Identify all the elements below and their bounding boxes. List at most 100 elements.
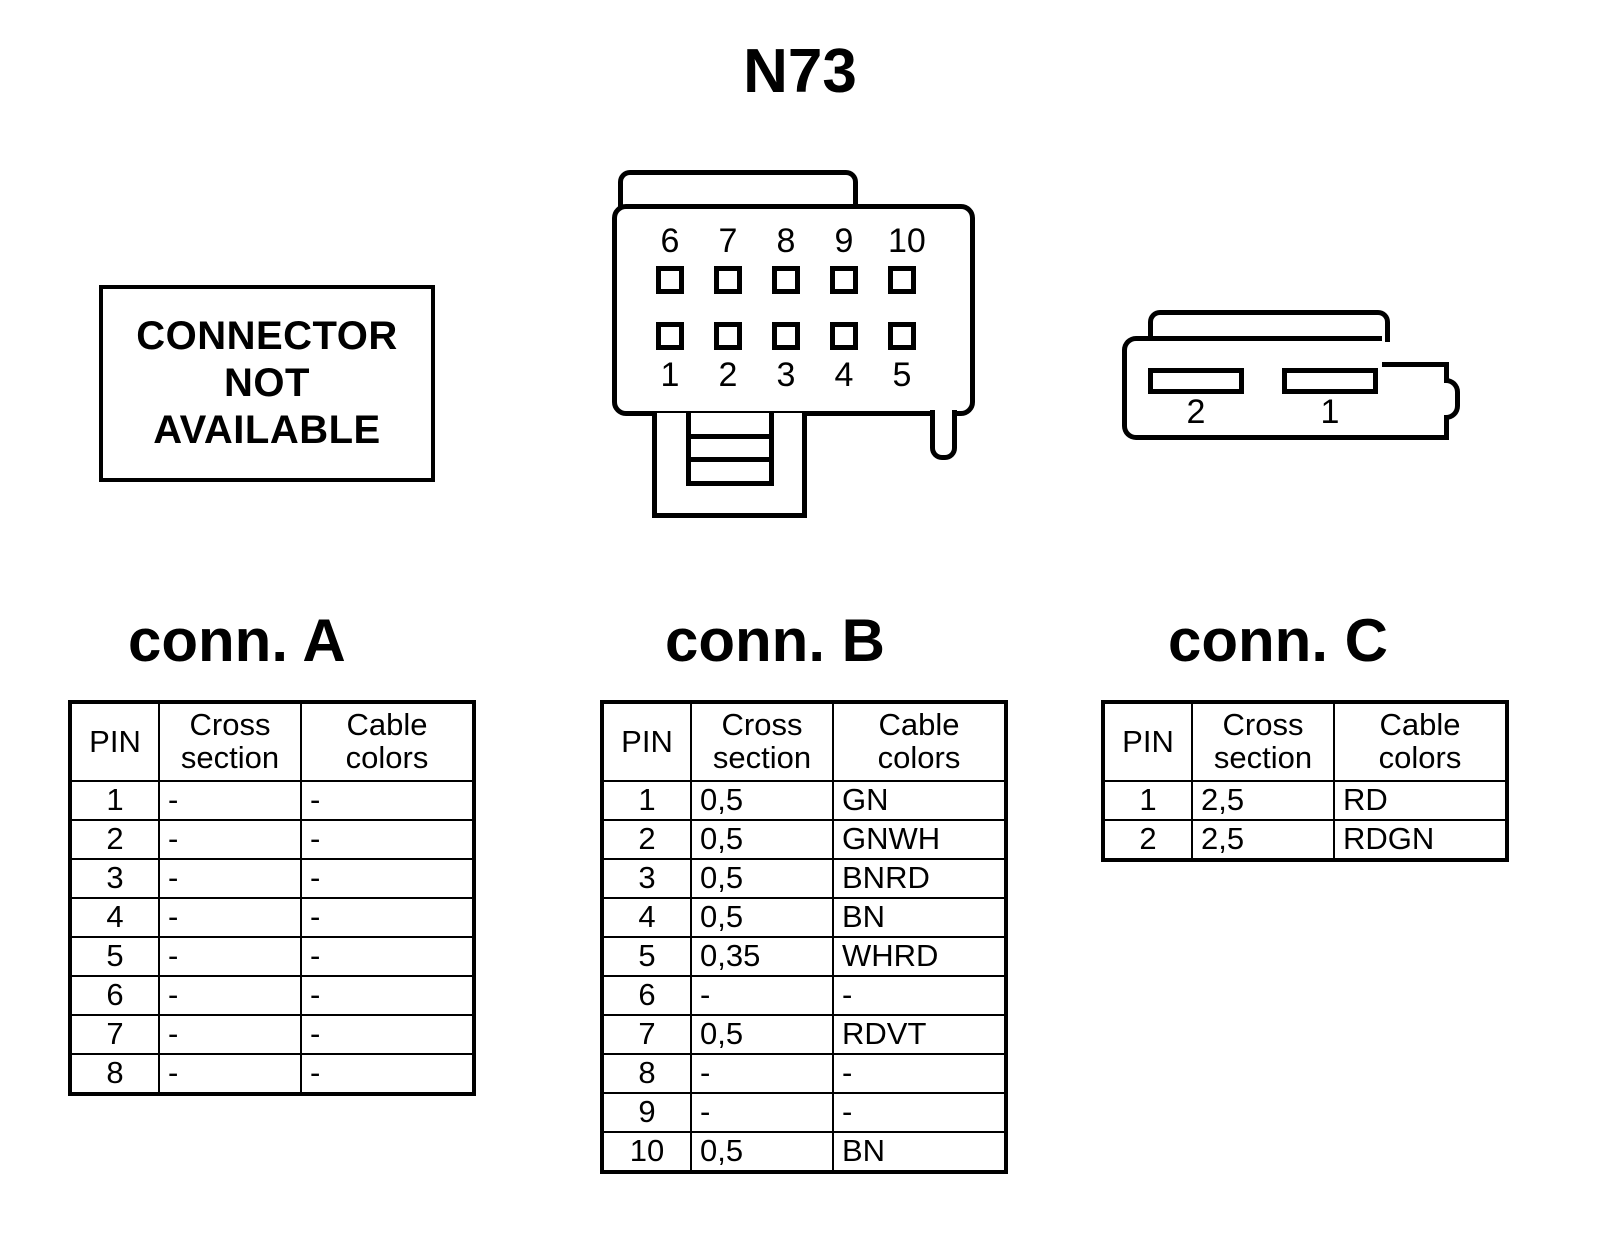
cell-cable-colors: - [832,1053,1007,1094]
connector-c-housing [1122,336,1382,440]
cell-cable-colors: RDVT [832,1014,1007,1055]
connector-b-pin-label-7: 7 [718,222,738,260]
connector-b-heading: conn. B [665,607,885,674]
cell-pin: 1 [1102,780,1193,821]
connector-not-available-box: CONNECTOR NOT AVAILABLE [99,285,435,482]
cell-cross-section: - [158,975,302,1016]
cell-cable-colors: - [300,780,475,821]
column-header-cable-colors: Cable colors [1333,701,1508,782]
column-header-cable-colors-line-2: colors [1378,740,1462,775]
table-row: 4-- [69,897,475,938]
connector-b-pin-square-7 [714,266,742,294]
column-header-cross-section-line-1: Cross [721,707,803,743]
column-header-cable-colors-line-1: Cable [346,707,428,743]
connector-a-table-body: 1-- 2-- 3-- 4-- 5-- 6-- 7-- 8-- [69,780,475,1095]
column-header-cable-colors-line-2: colors [345,740,429,775]
connector-b-side-tab [930,410,957,460]
connector-a-heading: conn. A [128,607,346,674]
column-header-cross-section-line-2: section [712,740,812,775]
connector-b-latch-bar-1 [686,434,774,439]
cell-cable-colors: BN [832,897,1007,938]
connector-b-pin-square-8 [772,266,800,294]
cell-cable-colors: RD [1333,780,1508,821]
connector-b-pin-square-1 [656,322,684,350]
column-header-cable-colors: Cable colors [300,701,475,782]
connector-b-pin-square-10 [888,266,916,294]
connector-b-top-tab [618,170,858,212]
cell-pin: 3 [69,858,160,899]
column-header-cable-colors-line-1: Cable [878,707,960,743]
cell-cross-section: 0,35 [690,936,834,977]
column-header-cross-section: Cross section [158,701,302,782]
connector-b-latch-bar-2 [686,457,774,462]
connector-c-top-tab [1148,310,1390,342]
column-header-cable-colors-line-2: colors [877,740,961,775]
connector-c-slot-label-1: 1 [1320,393,1340,431]
connector-c-table-head: PIN Cross section Cable colors [1102,701,1508,782]
column-header-pin: PIN [69,701,160,782]
table-row: 8-- [601,1053,1007,1094]
column-header-cable-colors: Cable colors [832,701,1007,782]
connector-c-side-bump [1444,378,1460,420]
cell-cross-section: - [158,858,302,899]
cell-pin: 5 [69,936,160,977]
connector-b-housing [612,204,975,416]
cell-cable-colors: - [300,858,475,899]
cell-cross-section: - [158,897,302,938]
connector-b-latch-inner [686,413,774,486]
cell-cross-section: - [158,936,302,977]
cell-pin: 2 [1102,819,1193,861]
connector-not-available-line-1: CONNECTOR [136,314,398,359]
connector-b-bottom-pin-squares [656,322,916,350]
cell-cross-section: - [158,1053,302,1095]
cell-cross-section: 0,5 [690,897,834,938]
connector-b-pin-square-3 [772,322,800,350]
cell-pin: 1 [601,780,692,821]
cell-pin: 7 [601,1014,692,1055]
cell-pin: 6 [601,975,692,1016]
cell-cable-colors: GN [832,780,1007,821]
cell-pin: 10 [601,1131,692,1173]
cell-cable-colors: - [300,936,475,977]
connector-b-bottom-pin-labels: 1 2 3 4 5 [656,358,916,392]
connector-c-drawing: 2 1 [1090,310,1490,470]
cell-cross-section: 0,5 [690,858,834,899]
cell-cable-colors: BN [832,1131,1007,1173]
cell-cross-section: 2,5 [1191,780,1335,821]
column-header-cross-section-line-1: Cross [189,707,271,743]
connector-b-pin-label-8: 8 [776,222,796,260]
connector-b-table-head: PIN Cross section Cable colors [601,701,1007,782]
cell-pin: 8 [601,1053,692,1094]
connector-c-slot-1 [1282,368,1378,394]
cell-cross-section: 0,5 [690,1131,834,1173]
table-header-row: PIN Cross section Cable colors [1102,701,1508,782]
cell-cable-colors: - [300,1053,475,1095]
cell-cable-colors: BNRD [832,858,1007,899]
connector-not-available-line-3: AVAILABLE [153,407,381,452]
table-row: 6-- [69,975,475,1016]
connector-not-available-line-2: NOT [224,361,310,406]
cell-cross-section: 0,5 [690,819,834,860]
column-header-cable-colors-line-1: Cable [1379,707,1461,743]
cell-cable-colors: - [300,819,475,860]
connector-c-heading: conn. C [1168,607,1388,674]
table-row: 7-- [69,1014,475,1055]
table-row: 9-- [601,1092,1007,1133]
column-header-pin: PIN [601,701,692,782]
connector-b-drawing: 6 7 8 9 10 1 2 3 4 5 [600,170,1000,530]
cell-pin: 2 [601,819,692,860]
connector-b-pin-square-6 [656,266,684,294]
cell-cable-colors: - [300,897,475,938]
connector-b-top-pin-labels: 6 7 8 9 10 [656,222,926,260]
connector-b-pin-label-3: 3 [776,356,796,394]
cell-cross-section: 0,5 [690,780,834,821]
cell-cable-colors: WHRD [832,936,1007,977]
column-header-cross-section-line-2: section [1213,740,1313,775]
